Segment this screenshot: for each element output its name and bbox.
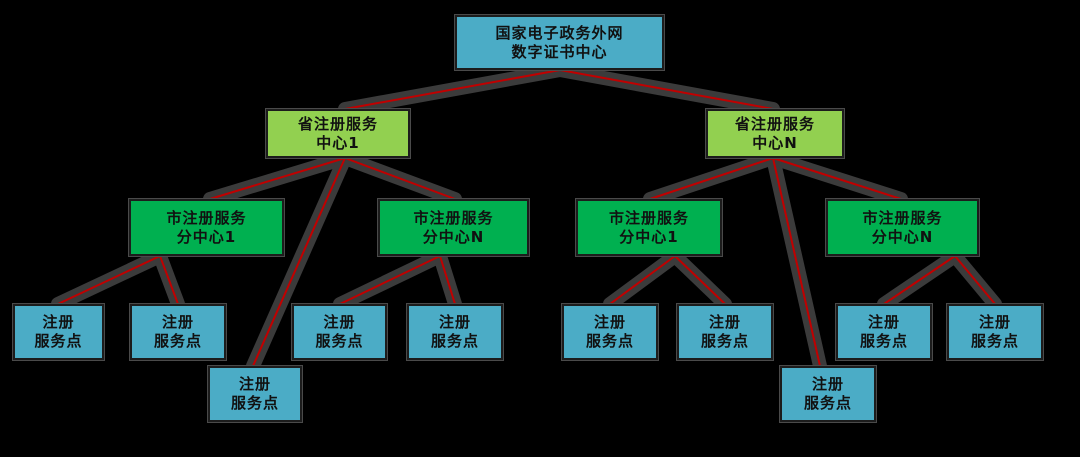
node-city-right-1-line2: 分中心1 [619,227,679,246]
node-point-line1: 注册 [978,313,1011,331]
connector-line [57,255,161,305]
node-point-line2: 服务点 [859,332,908,350]
node-city-right-n: 市注册服务 分中心N [826,199,979,256]
node-point-line1: 注册 [42,313,75,331]
node-point-line2: 服务点 [430,332,479,350]
node-point-line2: 服务点 [970,332,1019,350]
node-point-line1: 注册 [811,375,844,393]
node-point: 注册 服务点 [13,304,104,360]
node-city-left-1: 市注册服务 分中心1 [129,199,284,256]
connector-line [674,255,726,305]
node-province-right-line1: 省注册服务 [734,114,815,133]
connector-line [339,255,441,305]
node-point-line2: 服务点 [700,332,749,350]
connector-line [559,69,774,110]
node-city-right-n-line1: 市注册服务 [862,208,943,227]
node-point: 注册 服务点 [780,366,876,422]
node-city-left-1-line2: 分中心1 [176,227,237,246]
node-point: 注册 服务点 [677,304,773,360]
node-point-line1: 注册 [438,313,471,331]
connector-line [439,255,456,305]
node-point-line1: 注册 [708,313,741,331]
node-point: 注册 服务点 [407,304,503,360]
node-root-line1: 国家电子政务外网 [495,23,624,42]
node-city-right-1: 市注册服务 分中心1 [576,199,722,256]
node-province-right: 省注册服务 中心N [706,109,844,158]
node-province-left-line2: 中心1 [316,133,360,152]
node-point: 注册 服务点 [130,304,226,360]
node-point: 注册 服务点 [208,366,302,422]
node-point-line1: 注册 [323,313,356,331]
node-point-line2: 服务点 [803,394,852,412]
node-city-left-n-line2: 分中心N [422,227,485,246]
connector-line [344,69,561,110]
connector-line [649,157,774,200]
node-province-left-line1: 省注册服务 [297,114,378,133]
node-root: 国家电子政务外网 数字证书中心 [455,15,664,70]
connector-line [159,255,179,305]
node-point-line2: 服务点 [315,332,364,350]
node-point: 注册 服务点 [947,304,1043,360]
connector-line [772,157,902,200]
node-point-line2: 服务点 [34,332,83,350]
node-root-line2: 数字证书中心 [511,42,608,61]
node-point-line1: 注册 [593,313,626,331]
node-city-right-n-line2: 分中心N [871,227,934,246]
connector-line [209,157,346,200]
node-point-line1: 注册 [867,313,900,331]
node-province-right-line2: 中心N [752,133,798,152]
node-point-line2: 服务点 [230,394,279,412]
connector-line [252,157,346,367]
connector-line [772,157,821,367]
node-point: 注册 服务点 [836,304,932,360]
connector-line [609,255,676,305]
node-city-left-1-line1: 市注册服务 [166,208,247,227]
node-point-line2: 服务点 [585,332,634,350]
node-city-left-n-line1: 市注册服务 [413,208,494,227]
connector-line [344,157,456,200]
node-point: 注册 服务点 [562,304,658,360]
node-city-left-n: 市注册服务 分中心N [378,199,529,256]
connector-line [883,255,956,305]
node-point: 注册 服务点 [292,304,387,360]
node-point-line1: 注册 [161,313,194,331]
node-point-line2: 服务点 [153,332,202,350]
node-city-right-1-line1: 市注册服务 [608,208,689,227]
node-province-left: 省注册服务 中心1 [266,109,410,158]
connector-line [954,255,996,305]
node-point-line1: 注册 [238,375,271,393]
